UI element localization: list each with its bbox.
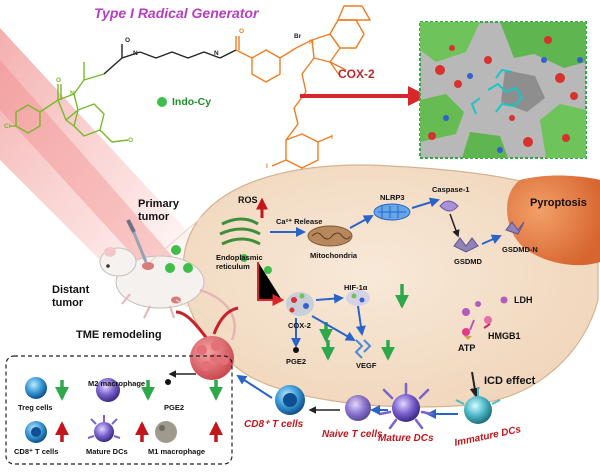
nlrp3-icon: [373, 203, 411, 221]
indo-cy-dot: [264, 266, 272, 274]
pyroptosis-label: Pyroptosis: [530, 197, 587, 209]
cox2-to-hif-arrow: [315, 293, 344, 304]
cox2-protein-icon: [286, 292, 314, 316]
legend-treg-label: Treg cells: [18, 403, 53, 412]
caspase-arrow: [411, 197, 440, 209]
icd-effect-label: ICD effect: [484, 375, 536, 387]
legend-m1-label: M1 macrophage: [148, 447, 206, 456]
legend-pge2-label: PGE2: [164, 403, 185, 412]
laser-beam-core: [0, 60, 180, 285]
indo-cy-dot: [165, 263, 175, 273]
legend-icons: [25, 377, 177, 443]
indo-cy-dot: [240, 254, 248, 262]
cox2-arrowhead: [408, 86, 428, 106]
svg-text:O: O: [239, 28, 244, 35]
distant-tumor-label: Distant tumor: [52, 284, 90, 309]
diagram-title: Type I Radical Generator: [94, 5, 259, 21]
cd8-t-cells-label: CD8⁺ T cells: [244, 419, 304, 430]
er-to-cox2-arrow: [257, 262, 285, 306]
caspase-1-icon: [439, 200, 459, 212]
tme-legend-box: [5, 355, 233, 465]
svg-text:I: I: [331, 134, 333, 141]
svg-text:N: N: [214, 50, 219, 57]
indo-cy-dot: [183, 263, 193, 273]
mitochondria-label: Mitochondria: [310, 251, 358, 260]
svg-text:N: N: [133, 50, 138, 57]
caspase-label: Caspase-1: [432, 185, 470, 194]
gsdmd-n-label: GSDMD-N: [502, 245, 538, 254]
vegf-label: VEGF: [356, 361, 377, 370]
legend-mature-label: Mature DCs: [86, 447, 128, 456]
svg-text:Br: Br: [294, 33, 302, 40]
ca-release-label: Ca²⁺ Release: [276, 217, 323, 226]
mouse: [99, 219, 236, 341]
gsdmd-label: GSDMD: [454, 257, 482, 266]
immature-dc: [455, 388, 501, 424]
legend-m2-label: M2 macrophage: [88, 379, 146, 388]
mitochondria-icon: [307, 225, 353, 247]
hif-to-vegf-arrow: [355, 305, 366, 336]
indo-cy-label: Indo-Cy: [172, 96, 212, 108]
pge2-dot: [293, 347, 299, 353]
svg-text:N: N: [309, 39, 314, 46]
er-label: Endoplasmic reticulum: [216, 253, 263, 271]
cd8-to-tumor-arrow: [236, 374, 273, 399]
tme-remodeling-label: TME remodeling: [76, 329, 162, 341]
ros-label: ROS: [238, 195, 258, 205]
cox2-to-vegf-arrow: [311, 315, 356, 341]
hif-label: HIF-1α: [344, 283, 368, 292]
indo-cy-molecule: [10, 5, 371, 182]
zoom-wedge: [149, 209, 233, 331]
svg-text:O: O: [128, 137, 133, 144]
primary-tumor-label: Primary tumor: [138, 198, 179, 223]
hmgb1-label: HMGB1: [488, 331, 521, 341]
nlrp3-label: NLRP3: [380, 193, 405, 202]
tumor-mass-icon: [175, 306, 239, 380]
laser-beam: [0, 28, 205, 310]
cox2-label: COX-2: [338, 67, 375, 81]
damp-icons: [462, 296, 508, 340]
mature-dcs-label: Mature DCs: [378, 433, 434, 444]
gsdmd-icon: [453, 237, 479, 253]
svg-text:Cl: Cl: [4, 123, 11, 130]
legend-arrows: [55, 380, 223, 442]
atp-label: ATP: [458, 343, 476, 353]
gsdmd-n-icon: [505, 221, 525, 235]
tumor-cell-body: [182, 164, 599, 408]
ldh-label: LDH: [514, 295, 533, 305]
svg-text:I: I: [266, 163, 268, 170]
naive-t-cells-label: Naive T cells: [322, 429, 383, 440]
hif-icon: [346, 290, 370, 306]
cox2-inner-label: COX-2: [288, 321, 311, 330]
svg-text:O: O: [125, 37, 130, 44]
indo-cy-dot: [171, 245, 181, 255]
nlrp3-arrow: [349, 215, 374, 229]
mature-dc: [378, 382, 434, 430]
indo-cy-legend-dot: [157, 97, 167, 107]
endoplasmic-reticulum-icon: [219, 217, 261, 246]
cd8-t-cell: [275, 385, 305, 415]
icd-arrow: [469, 371, 480, 398]
cox2-protein-surface: [419, 21, 587, 159]
caspase-to-gsdmd-arrow: [449, 213, 460, 238]
legend-cd8-label: CD8⁺ T cells: [14, 447, 59, 456]
svg-text:O: O: [56, 77, 61, 84]
svg-text:N: N: [70, 90, 75, 97]
pyroptosis-blob: [507, 175, 600, 266]
vegf-icon: [354, 339, 372, 359]
naive-t-cell: [345, 395, 371, 421]
pge2-label: PGE2: [286, 357, 307, 366]
gsdmd-arrow: [481, 234, 502, 245]
